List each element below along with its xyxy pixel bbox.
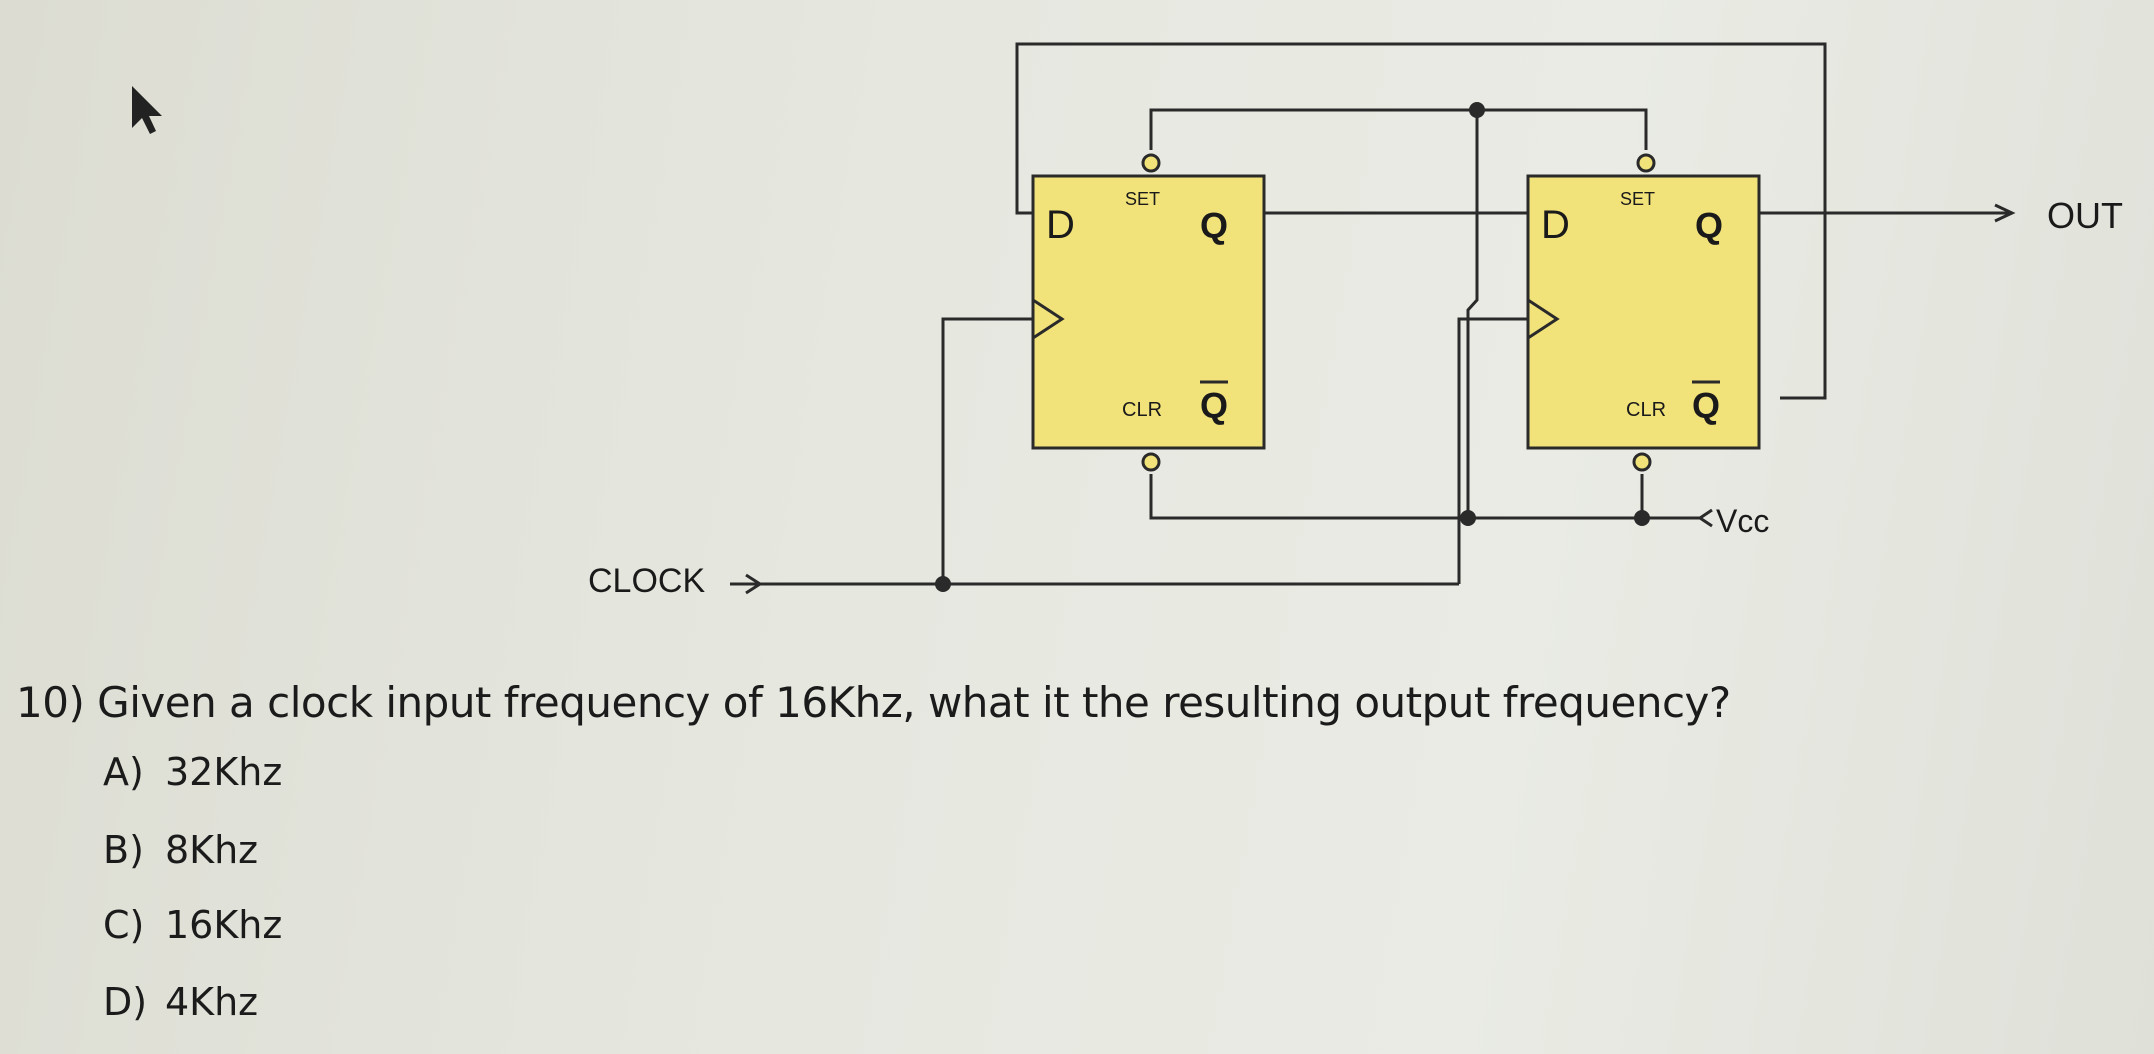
qbar-label: Q — [1200, 385, 1228, 426]
d-label: D — [1541, 203, 1570, 247]
clr-wire — [1149, 474, 1700, 520]
d-label: D — [1046, 203, 1075, 247]
option-letter: B) — [103, 828, 144, 872]
option-text: 16Khz — [165, 903, 283, 947]
question-text: 10) Given a clock input frequency of 16K… — [16, 678, 1731, 727]
vcc-wire — [1466, 110, 1479, 518]
flip-flop-1: D SET Q CLR Q — [1031, 174, 1266, 450]
option-text: 32Khz — [165, 750, 283, 794]
option-letter: D) — [103, 980, 148, 1024]
out-label: OUT — [2047, 195, 2123, 236]
option-text: 8Khz — [165, 828, 259, 872]
clr-label: CLR — [1122, 399, 1162, 421]
option-letter: C) — [103, 903, 145, 947]
feedback-wire — [1015, 42, 1827, 400]
clr-label: CLR — [1626, 399, 1666, 421]
set-label: SET — [1620, 189, 1655, 209]
option-text: 4Khz — [165, 980, 259, 1024]
set-label: SET — [1125, 189, 1160, 209]
q-label: Q — [1695, 205, 1723, 246]
set-wire — [1149, 108, 1648, 150]
option-b[interactable]: B) 8Khz — [103, 828, 258, 872]
option-d[interactable]: D) 4Khz — [103, 980, 258, 1024]
qbar-label: Q — [1692, 385, 1720, 426]
option-letter: A) — [103, 750, 144, 794]
flip-flop-2: D SET Q CLR Q — [1526, 174, 1761, 450]
mouse-cursor-icon — [132, 86, 162, 134]
option-a[interactable]: A) 32Khz — [103, 750, 282, 794]
clock-label: CLOCK — [588, 562, 705, 600]
vcc-label: Vcc — [1716, 503, 1769, 539]
option-c[interactable]: C) 16Khz — [103, 903, 282, 947]
q-label: Q — [1200, 205, 1228, 246]
